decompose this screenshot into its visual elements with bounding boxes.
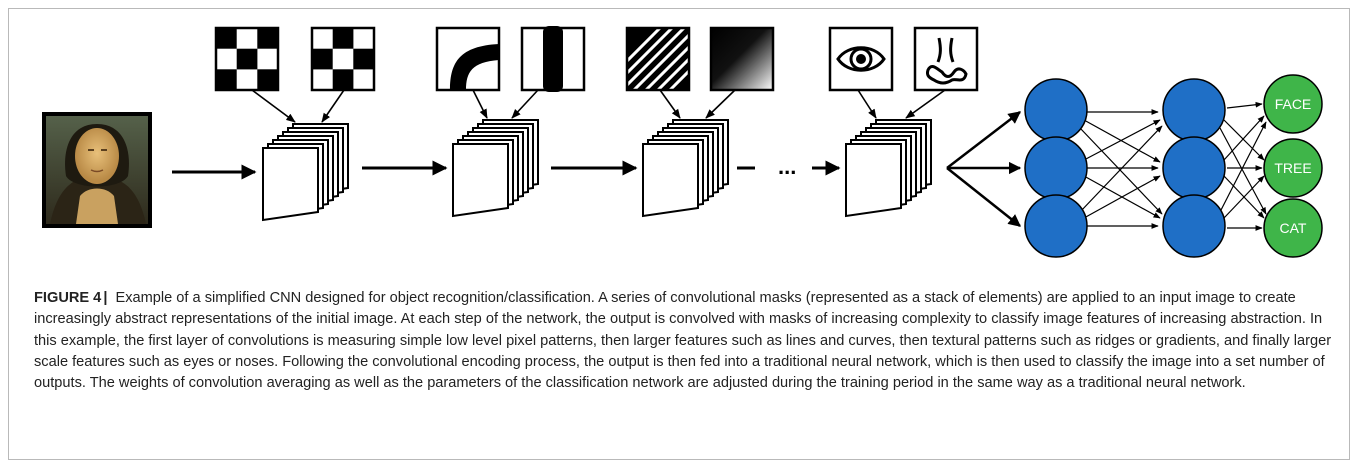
mask-arrows [251, 89, 946, 123]
fanout-arrows [946, 111, 1022, 227]
ellipsis-text: ... [778, 154, 796, 179]
nose-icon [913, 26, 979, 92]
mask-gradient [709, 26, 775, 92]
feature-stack-3 [642, 119, 729, 217]
mask-diagonal-ridges [625, 26, 691, 92]
mask-checkerboard-2 [310, 26, 376, 92]
cnn-diagram: ... [42, 26, 1323, 258]
feature-stack-4 [845, 119, 932, 217]
mask-eye [828, 26, 894, 92]
output-node-tree [1263, 138, 1323, 198]
caption-separator: | [103, 290, 108, 306]
hidden-node [1024, 136, 1088, 200]
output-label-tree: TREE [1274, 160, 1311, 176]
feature-stack-2 [452, 119, 539, 217]
output-node-face [1263, 74, 1323, 134]
caption-text: Example of a simplified CNN designed for… [34, 290, 1332, 392]
hidden-node [1162, 194, 1226, 258]
mask-curve [435, 26, 501, 92]
output-label-cat: CAT [1280, 220, 1307, 236]
hidden-node [1162, 78, 1226, 142]
mask-vertical-line [520, 26, 586, 92]
mask-checkerboard-1 [214, 26, 280, 92]
mask-nose [913, 26, 979, 92]
diagonal-ridges-icon [625, 26, 691, 92]
flow-arrows [172, 160, 841, 180]
hidden-layer-1 [1024, 78, 1088, 258]
output-label-face: FACE [1275, 96, 1312, 112]
output-node-cat [1263, 198, 1323, 258]
gradient-icon [709, 26, 775, 92]
hidden-layer-2 [1162, 78, 1226, 258]
figure-label: FIGURE 4 [34, 290, 102, 306]
hidden-node [1024, 194, 1088, 258]
feature-stack-1 [262, 123, 349, 222]
hidden-node [1024, 78, 1088, 142]
input-painting-thumbnail [42, 112, 152, 228]
fc-edges [1079, 101, 1267, 231]
figure-caption: FIGURE 4| Example of a simplified CNN de… [34, 288, 1334, 394]
hidden-node [1162, 136, 1226, 200]
output-layer: FACE TREE CAT [1263, 74, 1323, 258]
